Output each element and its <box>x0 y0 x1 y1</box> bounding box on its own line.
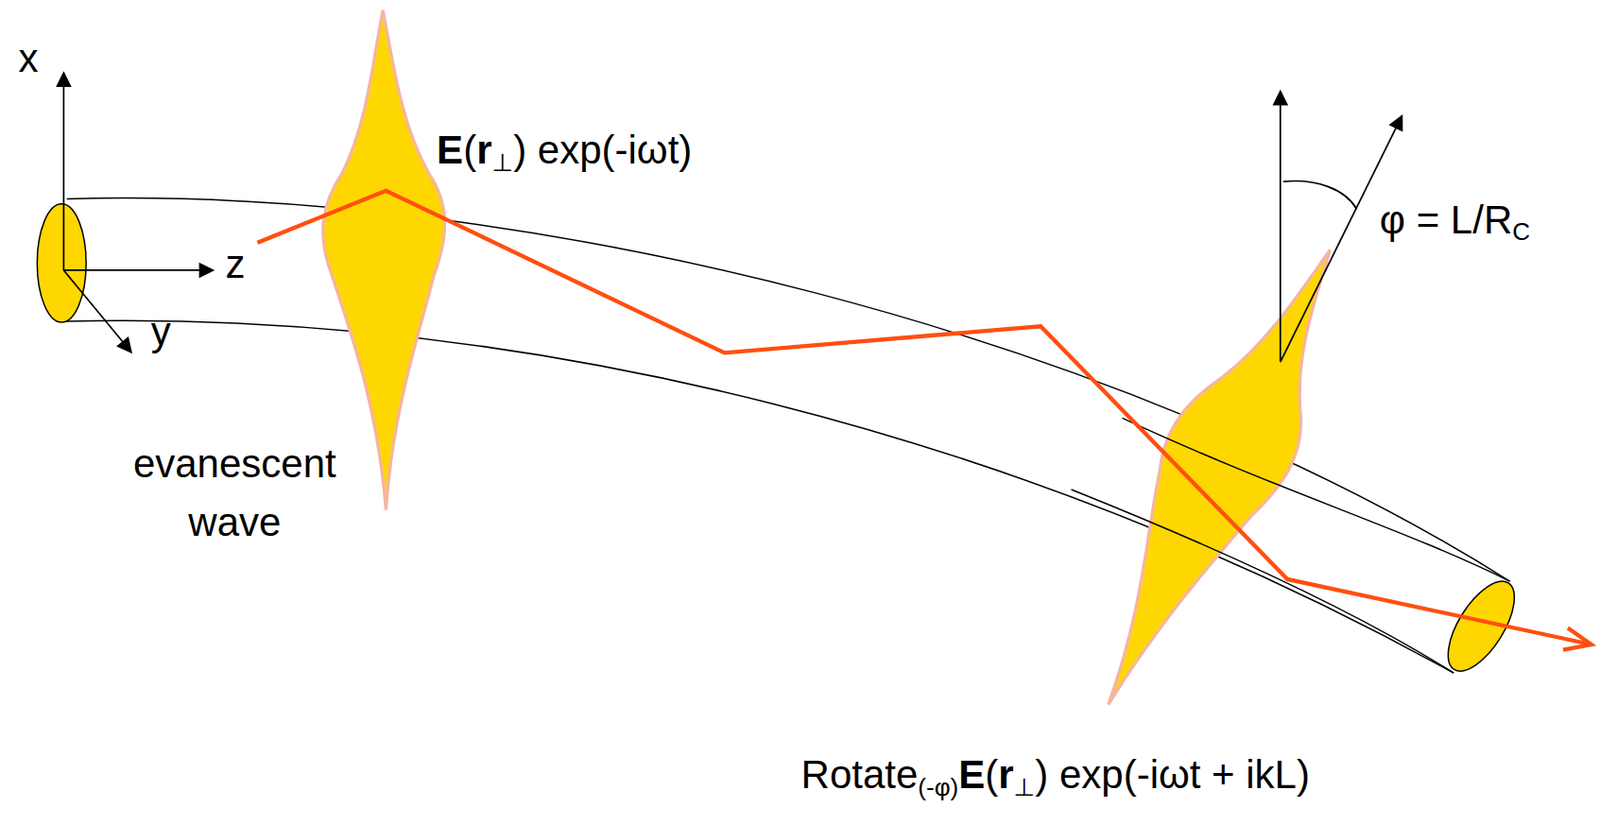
fiber-end <box>36 204 87 323</box>
formula-text: Rotate <box>801 752 919 797</box>
axes <box>63 73 213 353</box>
fiber-wall <box>1071 489 1455 673</box>
angle-formula: φ = L/RC <box>1379 200 1531 245</box>
subscript-text: ⊥ <box>1014 773 1036 802</box>
formula-text: ( <box>463 127 477 173</box>
formula-text: x <box>17 35 38 81</box>
formula-text: E <box>436 127 464 173</box>
subscript-text: ⊥ <box>491 148 514 177</box>
formula-text: y <box>151 309 172 354</box>
formula-text: ( <box>984 752 998 797</box>
formula-text: r <box>476 127 492 173</box>
evanescent-wave <box>323 10 446 511</box>
rotated-field-formula: Rotate(-φ)E(r⊥) exp(-iωt + ikL) <box>801 755 1310 800</box>
formula-text: z <box>225 241 246 287</box>
formula-text: E <box>958 752 985 797</box>
field-formula: E(r⊥) exp(-iωt) <box>436 130 692 175</box>
wave-label: evanescent wave <box>91 434 378 552</box>
light-ray <box>257 190 1591 645</box>
axis-label: z <box>225 244 246 285</box>
formula-text: φ = L/R <box>1379 197 1513 242</box>
subscript-text: (-φ) <box>917 773 959 802</box>
formula-text: r <box>997 752 1014 797</box>
axis-label: x <box>17 38 38 79</box>
formula-text: ) exp(-iωt) <box>513 127 692 173</box>
axis-label: y <box>151 311 172 352</box>
evanescent-wave <box>1050 222 1383 731</box>
fiber-wall <box>1121 417 1510 582</box>
formula-text: ) exp(-iωt + ikL) <box>1034 752 1310 797</box>
formula-text: evanescent wave <box>133 441 337 545</box>
subscript-text: C <box>1512 217 1531 246</box>
